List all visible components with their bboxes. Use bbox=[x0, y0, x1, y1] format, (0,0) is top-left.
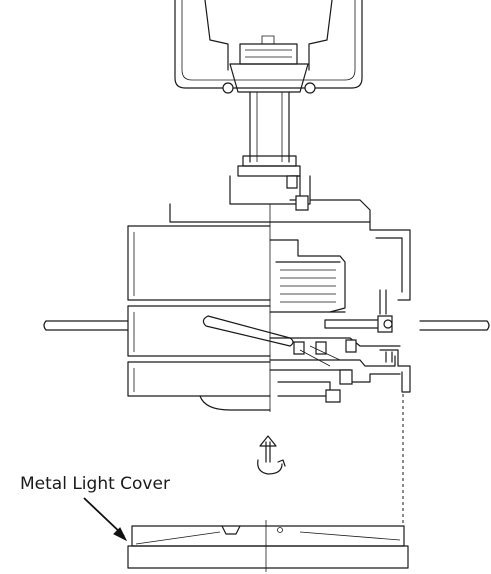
blade-lever bbox=[202, 315, 294, 347]
metal-light-cover bbox=[127, 520, 409, 572]
down-rod bbox=[237, 91, 301, 177]
callout-arrow-icon bbox=[83, 497, 128, 542]
metal-light-cover-label: Metal Light Cover bbox=[20, 474, 170, 494]
rotate-arrow-icon bbox=[257, 435, 286, 475]
motor-housing-exterior bbox=[127, 225, 271, 411]
motor-cutaway bbox=[269, 221, 411, 403]
mounting-bracket bbox=[174, 0, 363, 94]
blade-arms bbox=[43, 320, 490, 331]
